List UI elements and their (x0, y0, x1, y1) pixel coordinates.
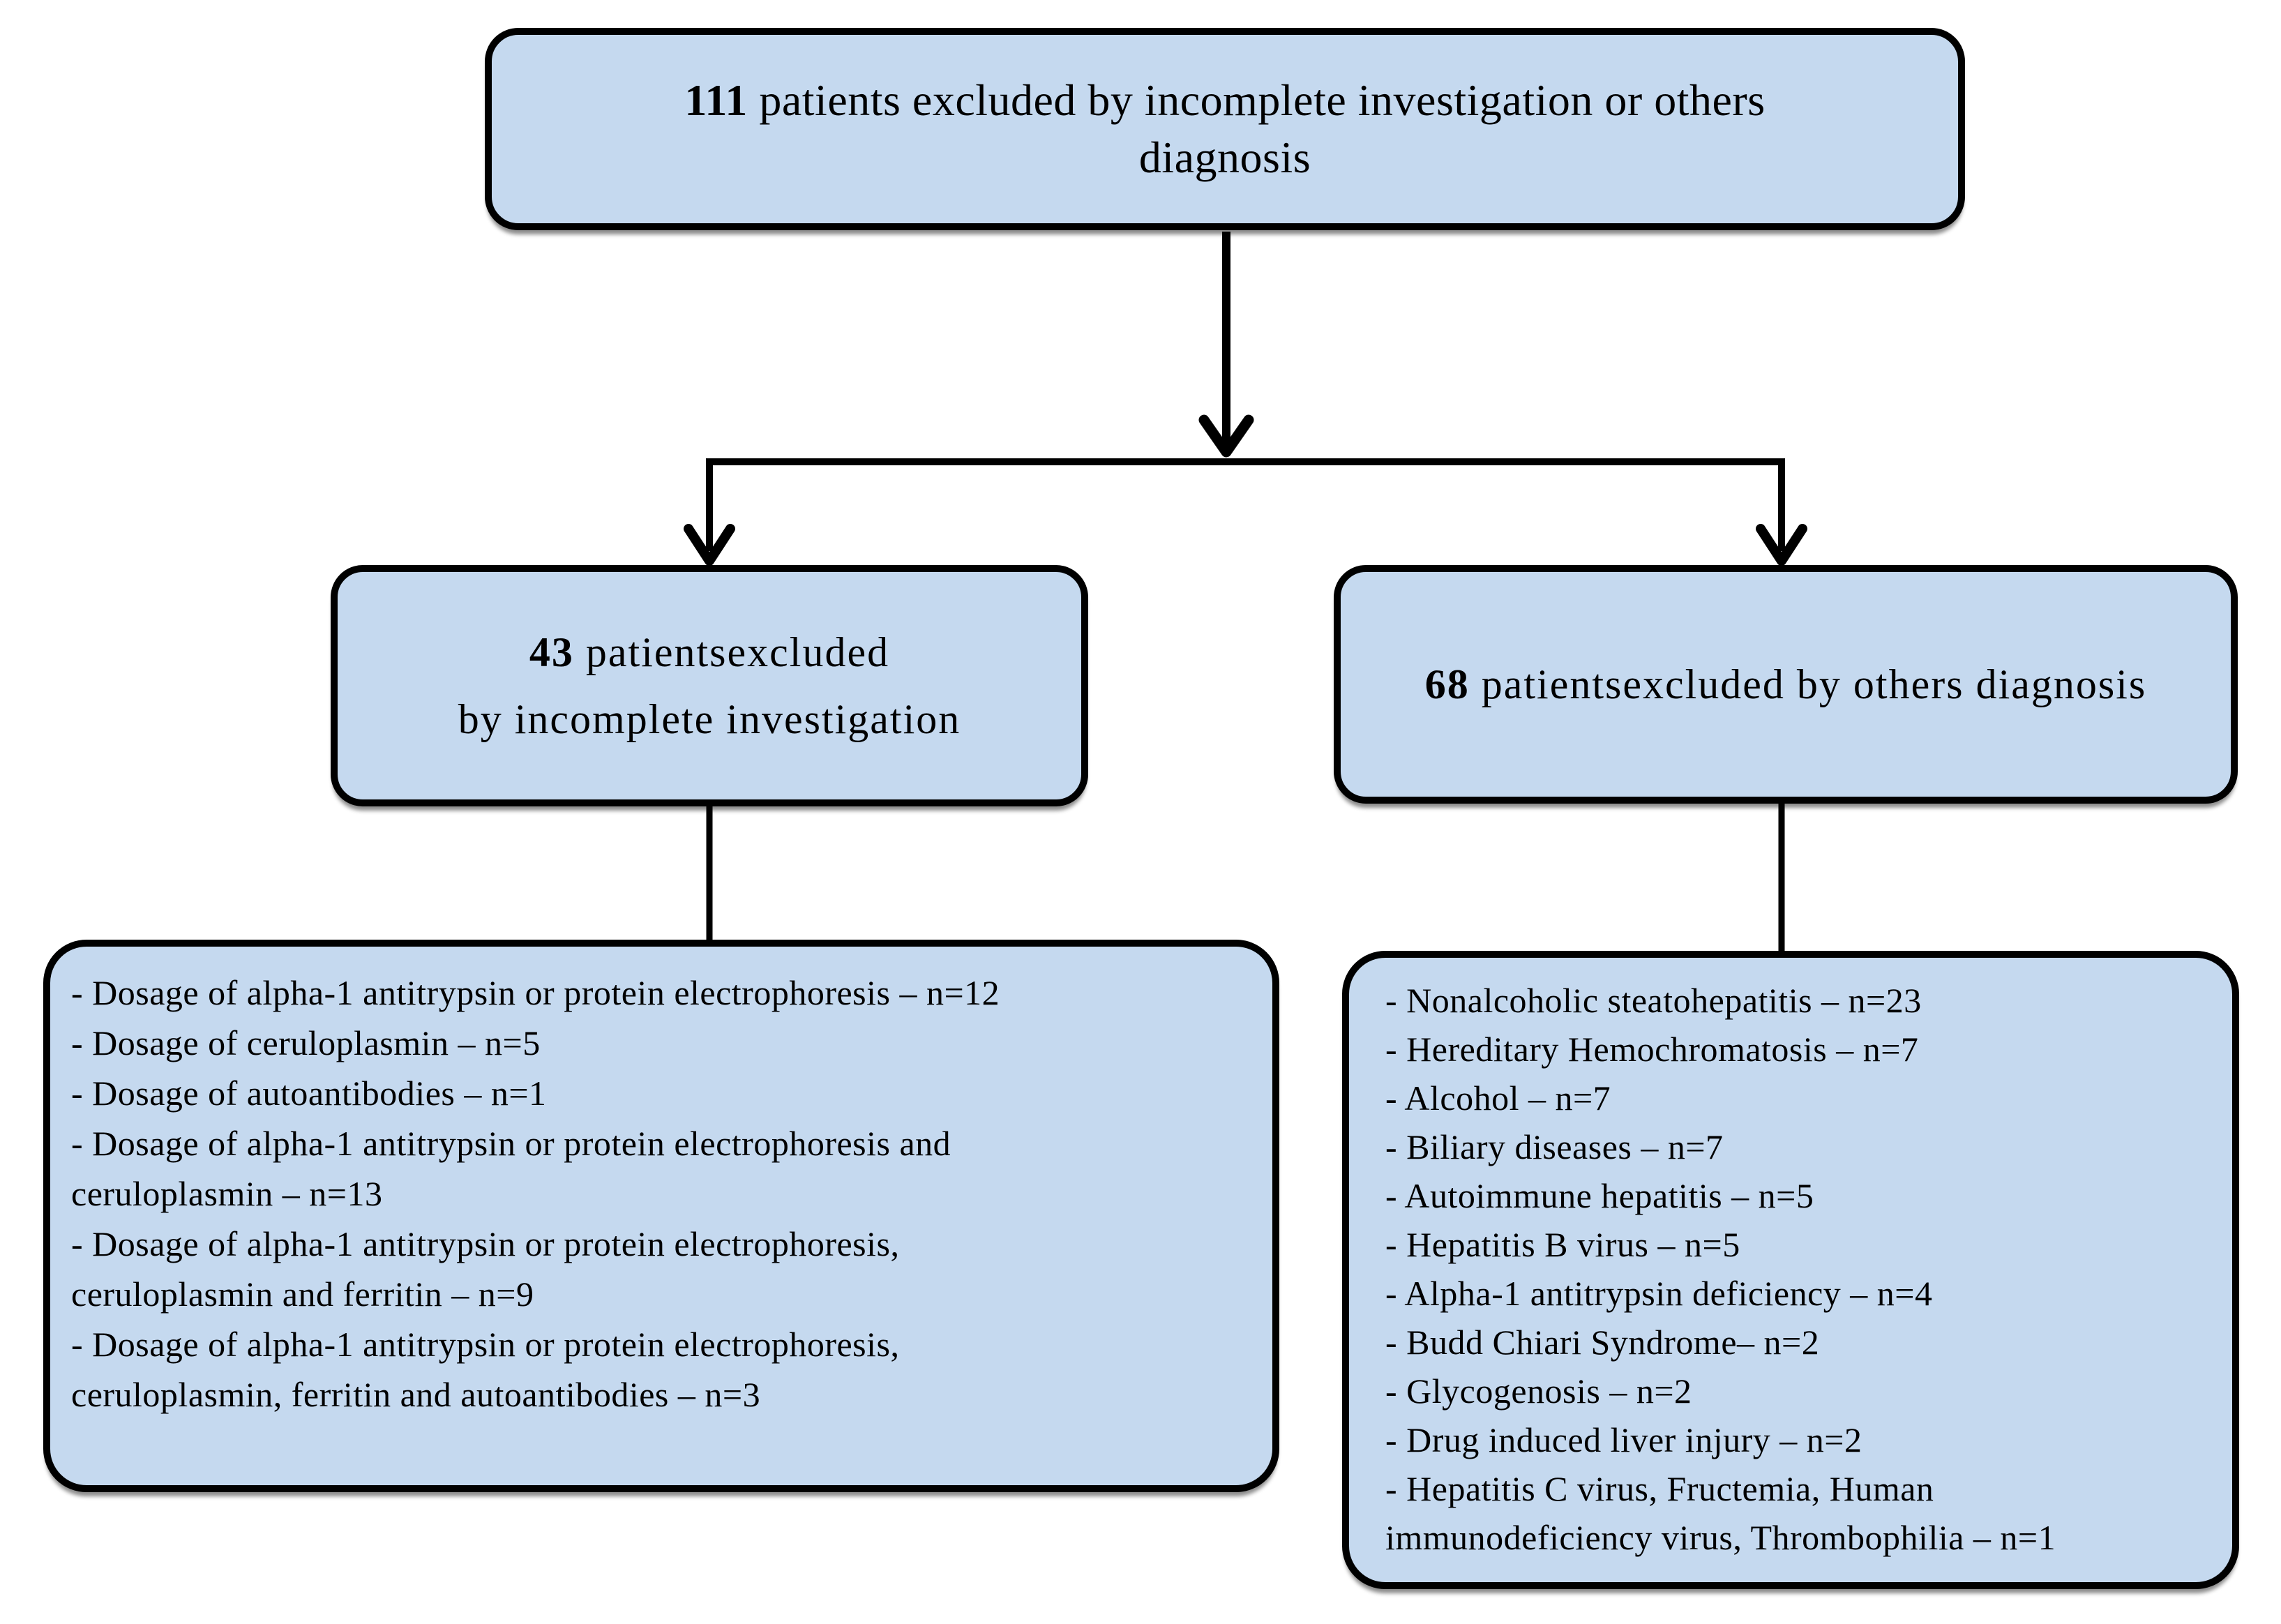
list-line: - Hepatitis B virus – n=5 (1385, 1225, 1740, 1264)
box-total-excluded: 111 patients excluded by incomplete inve… (485, 28, 1965, 230)
others-line1: 68 patientsexcluded by others diagnosis (1425, 651, 2146, 718)
list-line: - Alcohol – n=7 (1385, 1078, 1611, 1118)
total-excluded-line2: diagnosis (1138, 133, 1311, 182)
arrowhead-right-branch (1756, 524, 1807, 566)
total-excluded-count: 111 (684, 75, 748, 125)
list-line: - Hereditary Hemochromatosis – n=7 (1385, 1030, 1919, 1069)
list-line: - Dosage of alpha-1 antitrypsin or prote… (71, 1325, 900, 1364)
list-line: ceruloplasmin, ferritin and autoantibodi… (71, 1375, 761, 1414)
box-excluded-others-diagnosis: 68 patientsexcluded by others diagnosis (1334, 565, 2238, 804)
connector-branch (706, 458, 1785, 551)
incomplete-line1: 43 patientsexcluded (529, 619, 889, 686)
box-incomplete-investigation-detail-list: - Dosage of alpha-1 antitrypsin or prote… (43, 940, 1279, 1492)
incomplete-text: patientsexcluded (573, 629, 890, 675)
box-others-diagnosis-detail-list: - Nonalcoholic steatohepatitis – n=23 - H… (1342, 951, 2239, 1589)
list-line: - Alpha-1 antitrypsin deficiency – n=4 (1385, 1274, 1933, 1313)
total-excluded-line1: 111 patients excluded by incomplete inve… (684, 72, 1765, 129)
list-line: - Glycogenosis – n=2 (1385, 1371, 1692, 1411)
list-line: - Dosage of alpha-1 antitrypsin or prote… (71, 1224, 900, 1263)
list-line: - Dosage of alpha-1 antitrypsin or prote… (71, 973, 1000, 1012)
arrowhead-root (1198, 414, 1254, 458)
list-line: ceruloplasmin and ferritin – n=9 (71, 1275, 534, 1314)
list-line: - Nonalcoholic steatohepatitis – n=23 (1385, 981, 1922, 1020)
incomplete-count: 43 (529, 629, 574, 675)
list-line: - Autoimmune hepatitis – n=5 (1385, 1176, 1814, 1215)
list-line: - Dosage of autoantibodies – n=1 (71, 1074, 547, 1113)
others-text: patientsexcluded by others diagnosis (1469, 661, 2147, 707)
others-count: 68 (1424, 661, 1470, 707)
list-line: - Dosage of ceruloplasmin – n=5 (71, 1023, 541, 1062)
box-excluded-incomplete-investigation: 43 patientsexcluded by incomplete invest… (331, 565, 1088, 806)
total-excluded-text: patients excluded by incomplete investig… (747, 75, 1766, 125)
list-line: - Biliary diseases – n=7 (1385, 1127, 1724, 1166)
incomplete-line2: by incomplete investigation (458, 696, 961, 742)
list-line: - Dosage of alpha-1 antitrypsin or prote… (71, 1124, 951, 1163)
list-line: - Budd Chiari Syndrome– n=2 (1385, 1323, 1820, 1362)
list-line: - Hepatitis C virus, Fructemia, Human (1385, 1469, 1934, 1508)
arrowhead-left-branch (684, 524, 735, 566)
list-line: ceruloplasmin – n=13 (71, 1174, 383, 1213)
list-line: - Drug induced liver injury – n=2 (1385, 1420, 1862, 1459)
list-line: immunodeficiency virus, Thrombophilia – … (1385, 1518, 2056, 1557)
